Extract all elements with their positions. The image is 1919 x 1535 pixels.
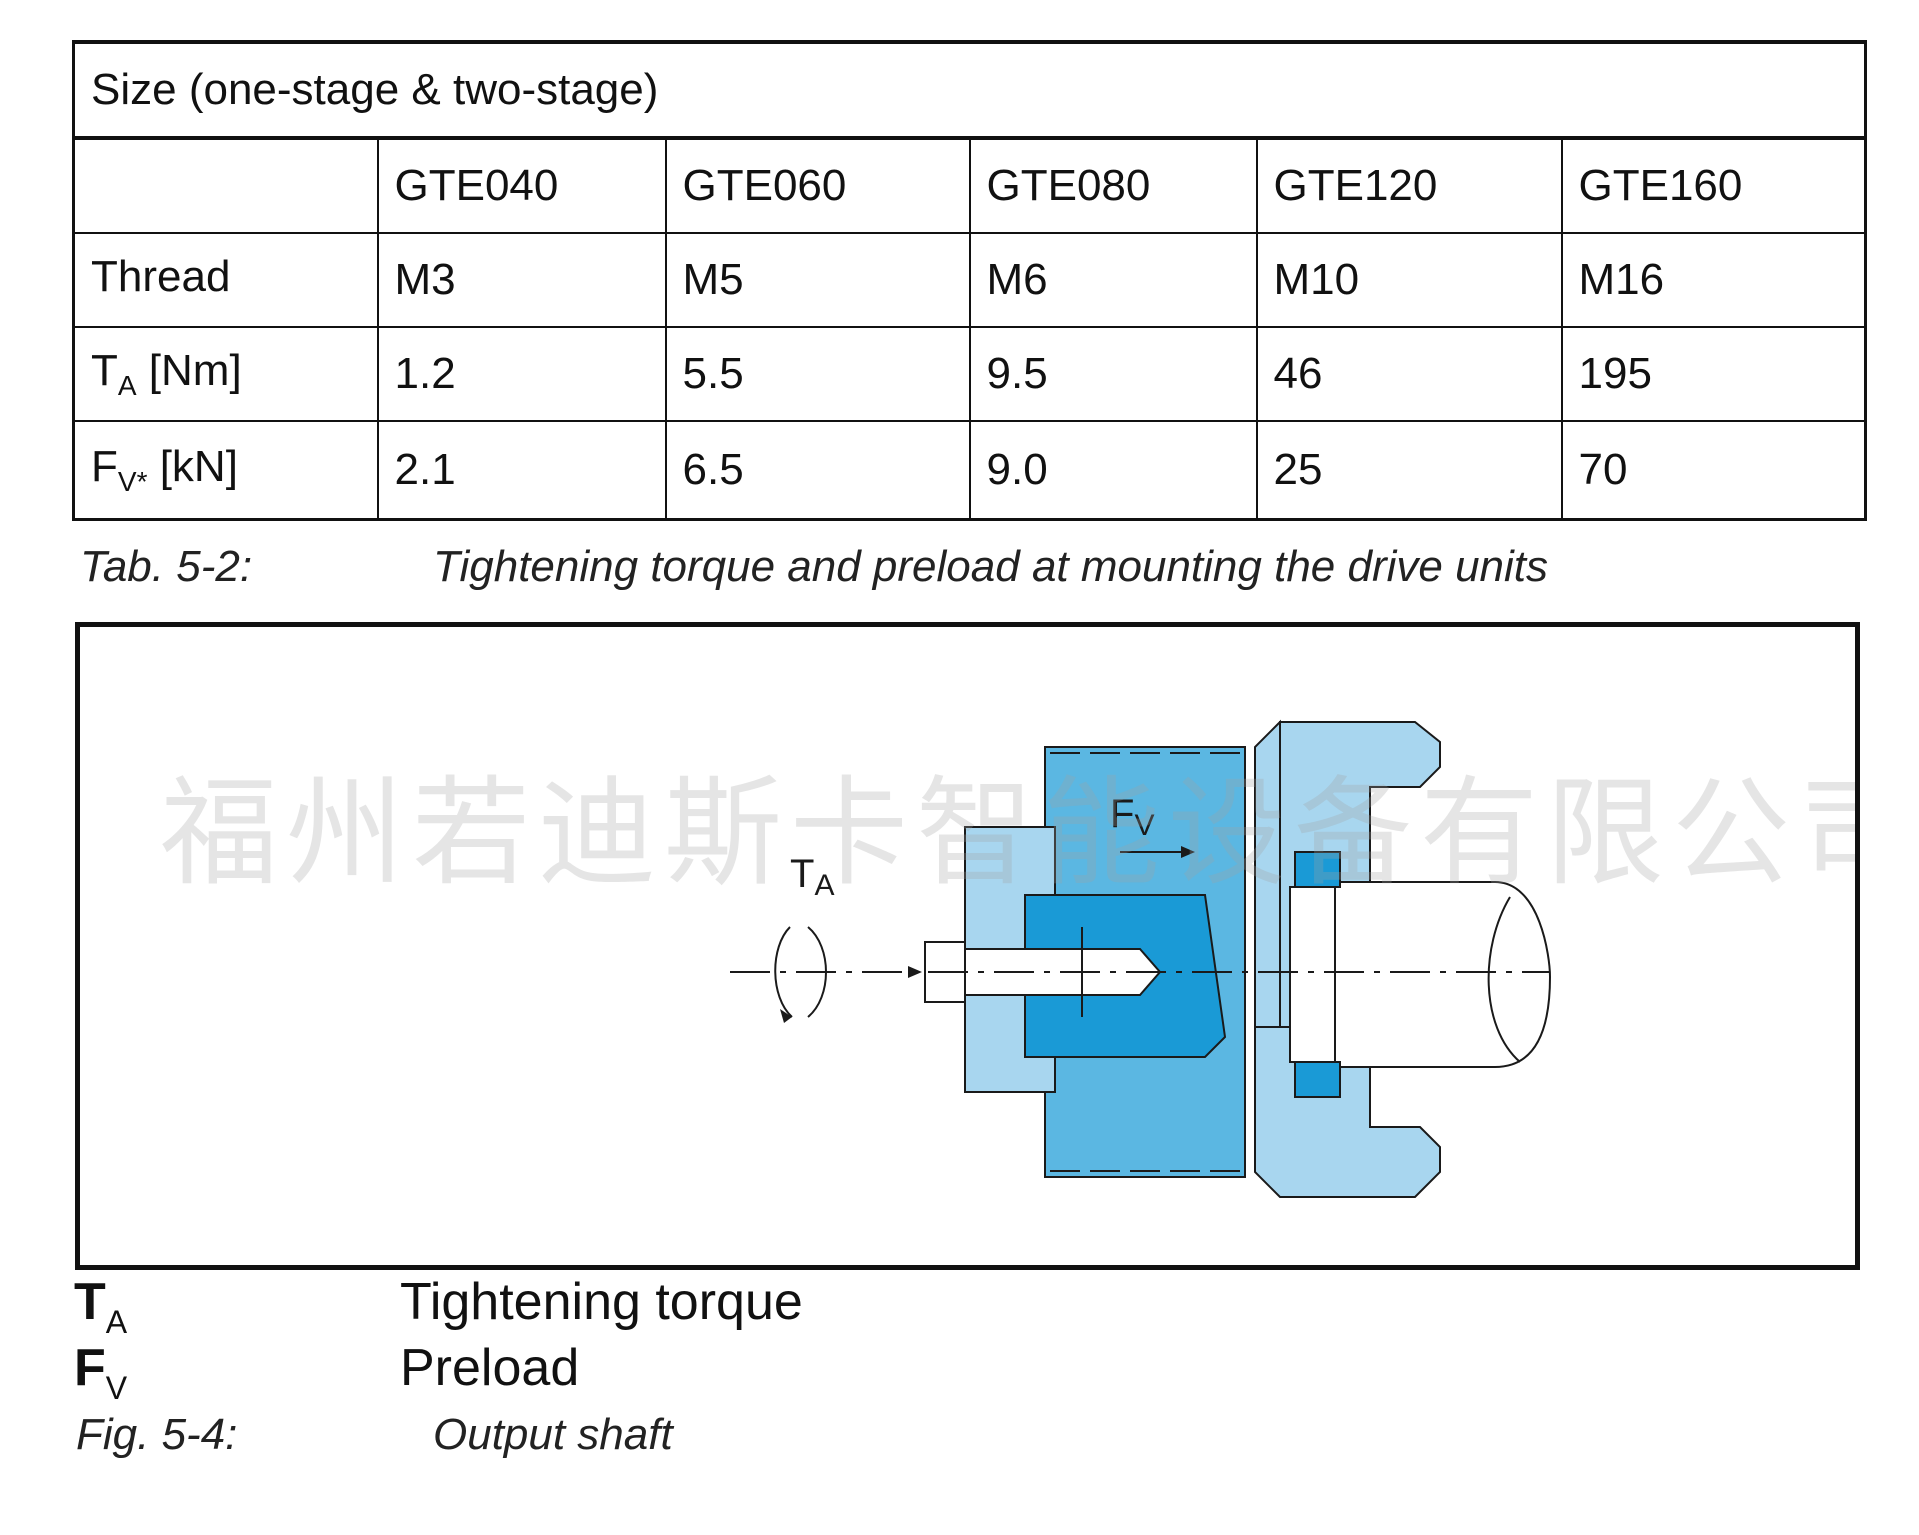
column-header: GTE060 — [664, 136, 971, 234]
output-shaft-figure: TA FV 福州若迪斯卡智能设备有限公司 — [75, 622, 1860, 1270]
table-cell: 70 — [1560, 420, 1868, 521]
table-cell: 195 — [1560, 326, 1868, 422]
column-header: GTE120 — [1255, 136, 1563, 234]
spec-table: Size (one-stage & two-stage) GTE040 GTE0… — [71, 40, 1868, 521]
column-header: GTE080 — [968, 136, 1258, 234]
table-cell: 5.5 — [664, 326, 971, 422]
row-label: Thread — [72, 232, 379, 328]
table-cell: 9.5 — [968, 326, 1258, 422]
model-header-row: GTE040 GTE060 GTE080 GTE120 GTE160 — [72, 136, 1868, 234]
table-caption-text: Tightening torque and preload at mountin… — [433, 542, 1549, 591]
column-header: GTE040 — [376, 136, 667, 234]
column-header: GTE160 — [1560, 136, 1868, 234]
ta-label: TA — [790, 852, 834, 902]
legend-text-ta: Tightening torque — [400, 1273, 803, 1331]
column-header — [72, 136, 379, 234]
table-cell: 2.1 — [376, 420, 667, 521]
table-row-thread: Thread M3 M5 M6 M10 M16 — [72, 232, 1868, 328]
figure-caption-text: Output shaft — [433, 1410, 673, 1459]
table-caption-number: Tab. 5-2: — [80, 542, 253, 591]
legend-symbol-fv: FV — [74, 1339, 128, 1406]
seal-bottom — [1294, 1061, 1341, 1098]
table-cell: 9.0 — [968, 420, 1258, 521]
torque-arrow — [774, 926, 827, 1018]
table-cell: M6 — [968, 232, 1258, 328]
watermark: 福州若迪斯卡智能设备有限公司 — [160, 764, 1860, 902]
table-row-torque: TA [Nm] 1.2 5.5 9.5 46 195 — [72, 326, 1868, 422]
size-header-row: Size (one-stage & two-stage) — [71, 40, 1868, 139]
table-cell: 1.2 — [376, 326, 667, 422]
row-label: FV* [kN] — [72, 420, 379, 521]
row-label: TA [Nm] — [72, 326, 379, 422]
table-cell: M5 — [664, 232, 971, 328]
table-cell: 46 — [1255, 326, 1563, 422]
table-cell: M10 — [1255, 232, 1563, 328]
shaft — [1334, 881, 1552, 1068]
size-header-cell: Size (one-stage & two-stage) — [71, 40, 1868, 139]
table-cell: 25 — [1255, 420, 1563, 521]
fv-label: FV — [1110, 792, 1154, 842]
table-cell: 6.5 — [664, 420, 971, 521]
legend-symbol-ta: TA — [74, 1273, 128, 1340]
table-row-preload: FV* [kN] 2.1 6.5 9.0 25 70 — [72, 420, 1868, 521]
output-shaft-drawing: TA FV — [730, 719, 1552, 1198]
table-cell: M16 — [1560, 232, 1868, 328]
seal-top — [1294, 851, 1341, 888]
legend-text-fv: Preload — [400, 1339, 580, 1397]
figure-caption-number: Fig. 5-4: — [76, 1410, 238, 1459]
table-cell: M3 — [376, 232, 667, 328]
